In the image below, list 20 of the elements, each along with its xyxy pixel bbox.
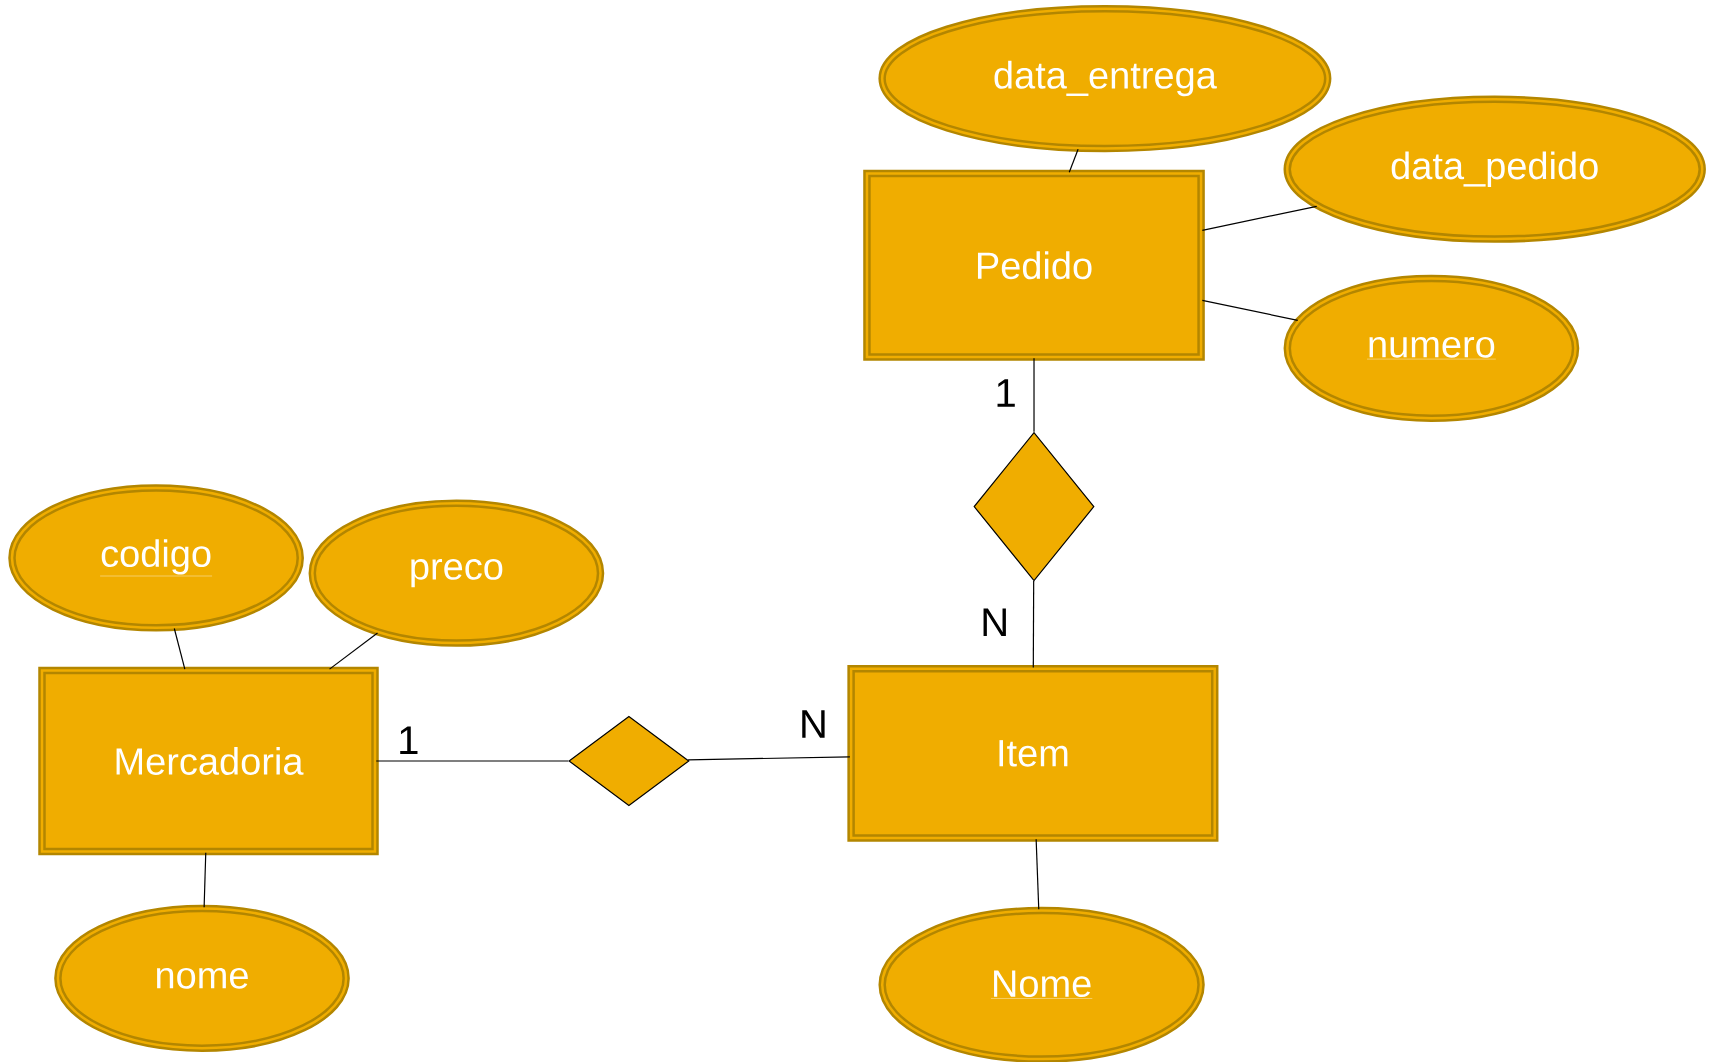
entity-box: Mercadoria <box>38 666 379 856</box>
connector-line <box>1068 148 1079 173</box>
cardinality-label: 1 <box>400 726 418 755</box>
connector-line <box>375 760 569 762</box>
entity-box: Pedido <box>863 169 1205 361</box>
connector-line <box>1035 838 1040 910</box>
relationship-diamond <box>568 715 690 807</box>
cardinality-label: N <box>983 608 1006 637</box>
connector-line <box>687 756 851 761</box>
cardinality-label: 1 <box>997 379 1015 407</box>
entity-box: Item <box>847 665 1219 842</box>
relationship-diamond <box>973 431 1095 582</box>
connector-line <box>1033 357 1035 433</box>
connector-line <box>328 632 379 670</box>
connector-line <box>203 852 207 908</box>
connector-line <box>1201 299 1299 321</box>
connector-line <box>1032 580 1035 669</box>
connector-line <box>173 627 186 670</box>
connector-line <box>1201 205 1318 231</box>
cardinality-label: N <box>802 710 825 738</box>
